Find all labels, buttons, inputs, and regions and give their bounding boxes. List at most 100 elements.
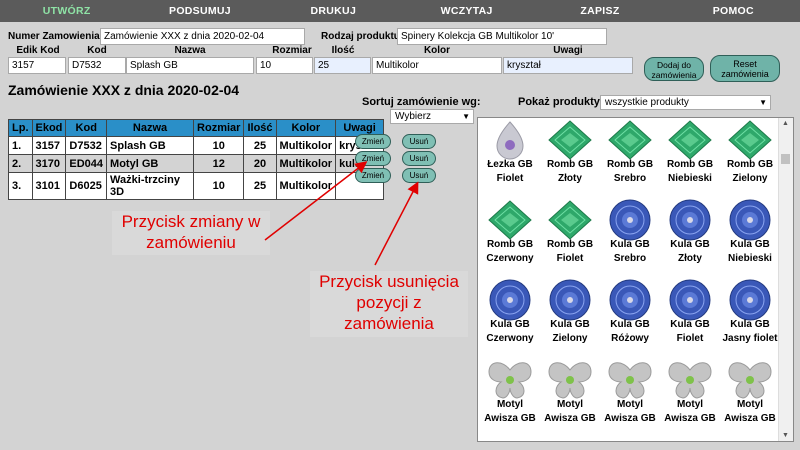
- edit-rozmiar-input[interactable]: 10: [256, 57, 313, 74]
- edit-ekod-input[interactable]: 3157: [8, 57, 66, 74]
- product-tile[interactable]: Kula GB Fiolet: [660, 276, 720, 351]
- col-ekod: Ekod: [31, 119, 67, 137]
- change-arrow: [264, 161, 368, 241]
- annotation-change-button: Przycisk zmiany w zamówieniu: [112, 211, 270, 255]
- remove-button-row-3[interactable]: Usuń: [402, 168, 436, 183]
- product-tile[interactable]: Romb GB Srebro: [600, 118, 660, 191]
- change-button-row-1[interactable]: Zmień: [355, 134, 391, 149]
- product-butterfly-icon: [725, 358, 775, 402]
- product-tile[interactable]: Motyl Awisza GB: [540, 356, 600, 431]
- product-drop-icon: [485, 118, 535, 162]
- edit-ilosc-input[interactable]: 25: [314, 57, 371, 74]
- product-name: Romb GB Czerwony: [486, 239, 534, 264]
- edit-kod-input[interactable]: D7532: [68, 57, 126, 74]
- product-name: Kula GB Jasny fiolet: [722, 319, 778, 344]
- product-tile[interactable]: Romb GB Złoty: [540, 118, 600, 191]
- nav-load[interactable]: WCZYTAJ: [440, 5, 493, 17]
- row-rozmiar: 10: [193, 136, 245, 155]
- edit-nazwa-input[interactable]: Splash GB: [126, 57, 254, 74]
- row-ekod: 3157: [31, 136, 67, 155]
- product-rhomb-icon: [485, 198, 535, 242]
- product-tile[interactable]: Kula GB Zielony: [540, 276, 600, 351]
- product-rhomb-icon: [605, 118, 655, 162]
- product-rhomb-icon: [545, 118, 595, 162]
- product-tile[interactable]: Romb GB Fiolet: [540, 196, 600, 271]
- order-table: Lp. Ekod Kod Nazwa Rozmiar Ilość Kolor U…: [8, 119, 385, 200]
- product-name: Motyl Awisza GB: [724, 399, 776, 424]
- show-products-label: Pokaż produkty: [518, 96, 600, 108]
- nav-create[interactable]: UTWÓRZ: [42, 5, 91, 17]
- product-type-input[interactable]: Spinery Kolekcja GB Multikolor 10': [397, 28, 607, 45]
- remove-button-row-2[interactable]: Usuń: [402, 151, 436, 166]
- row-rozmiar: 10: [193, 172, 245, 200]
- product-grid-scrollbar[interactable]: ▲ ▼: [778, 118, 793, 441]
- row-kolor: Multikolor: [275, 136, 337, 155]
- remove-arrow: [374, 181, 419, 266]
- product-tile[interactable]: Kula GB Srebro: [600, 196, 660, 271]
- row-ekod: 3101: [31, 172, 67, 200]
- row-kolor: Multikolor: [275, 154, 337, 173]
- edit-header-kod: Kod: [87, 45, 107, 56]
- product-ball-icon: [725, 198, 775, 242]
- product-name: Romb GB Fiolet: [546, 239, 594, 264]
- nav-save[interactable]: ZAPISZ: [580, 5, 620, 17]
- product-rhomb-icon: [545, 198, 595, 242]
- product-tile[interactable]: Motyl Awisza GB: [600, 356, 660, 431]
- row-ilosc: 20: [243, 154, 277, 173]
- row-rozmiar: 12: [193, 154, 245, 173]
- edit-uwagi-input[interactable]: kryształ: [503, 57, 633, 74]
- product-tile[interactable]: Romb GB Czerwony: [480, 196, 540, 271]
- order-title: Zamówienie XXX z dnia 2020-02-04: [8, 82, 240, 98]
- product-tile[interactable]: Kula GB Czerwony: [480, 276, 540, 351]
- product-tile[interactable]: Łezka GB Fiolet: [480, 118, 540, 191]
- row-lp: 3.: [8, 172, 33, 200]
- nav-print[interactable]: DRUKUJ: [310, 5, 357, 17]
- product-tile[interactable]: Kula GB Różowy: [600, 276, 660, 351]
- edit-header-ilosc: Ilość: [331, 45, 355, 56]
- product-ball-icon: [605, 278, 655, 322]
- edit-kolor-input[interactable]: Multikolor: [372, 57, 502, 74]
- row-ekod: 3170: [31, 154, 67, 173]
- col-lp: Lp.: [8, 119, 33, 137]
- sort-select[interactable]: Wybierz▼: [390, 109, 474, 124]
- remove-button-row-1[interactable]: Usuń: [402, 134, 436, 149]
- scroll-up-icon[interactable]: ▲: [782, 120, 789, 127]
- add-to-order-button[interactable]: Dodaj do zamówienia: [644, 57, 704, 81]
- product-tile[interactable]: Motyl Awisza GB: [480, 356, 540, 431]
- product-tile[interactable]: Kula GB Złoty: [660, 196, 720, 271]
- row-ilosc: 25: [243, 136, 277, 155]
- scroll-down-icon[interactable]: ▼: [782, 432, 789, 439]
- product-tile[interactable]: Romb GB Niebieski: [660, 118, 720, 191]
- product-ball-icon: [545, 278, 595, 322]
- edit-header-ekod: Edik Kod: [16, 45, 60, 56]
- product-name: Romb GB Niebieski: [666, 159, 714, 184]
- dropdown-arrow-icon: ▼: [759, 98, 767, 107]
- scrollbar-thumb[interactable]: [781, 154, 790, 164]
- product-tile[interactable]: Kula GB Jasny fiolet: [720, 276, 780, 351]
- reset-order-button[interactable]: Reset zamówienia: [710, 55, 780, 82]
- product-name: Motyl Awisza GB: [544, 399, 596, 424]
- col-ilosc: Ilość: [243, 119, 277, 137]
- nav-help[interactable]: POMOC: [712, 5, 754, 17]
- product-name: Kula GB Srebro: [610, 239, 650, 264]
- product-tile[interactable]: Motyl Awisza GB: [720, 356, 780, 431]
- product-tile[interactable]: Kula GB Niebieski: [720, 196, 780, 271]
- sort-select-value: Wybierz: [395, 111, 432, 122]
- product-tile[interactable]: Motyl Awisza GB: [660, 356, 720, 431]
- edit-header-nazwa: Nazwa: [174, 45, 206, 56]
- sort-label: Sortuj zamówienie wg:: [362, 96, 481, 108]
- product-name: Motyl Awisza GB: [604, 399, 656, 424]
- product-tile[interactable]: Romb GB Zielony: [720, 118, 780, 191]
- col-kolor: Kolor: [275, 119, 337, 137]
- product-rhomb-icon: [665, 118, 715, 162]
- order-number-input[interactable]: Zamówienie XXX z dnia 2020-02-04: [100, 28, 305, 45]
- nav-summary[interactable]: PODSUMUJ: [169, 5, 231, 17]
- edit-header-rozmiar: Rozmiar: [272, 45, 312, 56]
- col-kod: Kod: [65, 119, 108, 137]
- top-nav: UTWÓRZ PODSUMUJ DRUKUJ WCZYTAJ ZAPISZ PO…: [0, 0, 800, 22]
- product-ball-icon: [665, 278, 715, 322]
- product-name: Romb GB Srebro: [606, 159, 654, 184]
- show-products-select[interactable]: wszystkie produkty▼: [600, 95, 771, 110]
- edit-header-uwagi: Uwagi: [553, 45, 583, 56]
